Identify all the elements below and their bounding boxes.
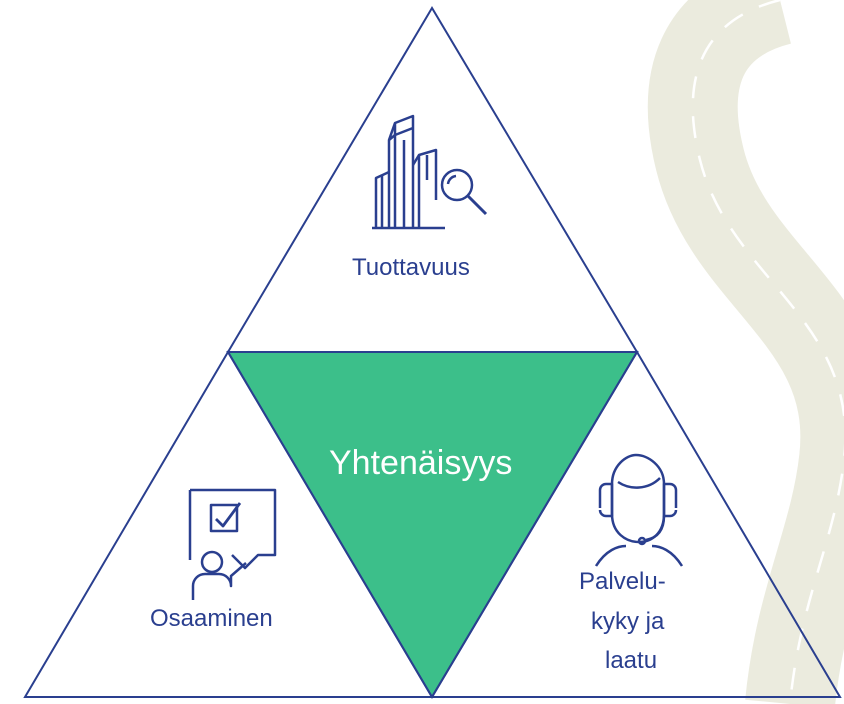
right-triangle: [430, 350, 842, 698]
right-label-line1: Palvelu-: [579, 568, 666, 595]
road-decoration: [647, 0, 844, 704]
right-label-line2: kyky ja: [591, 608, 665, 635]
top-triangle: [226, 6, 639, 353]
presenter-checkbox-icon: [188, 488, 277, 600]
center-label: Yhtenäisyys: [329, 444, 513, 482]
left-triangle: [23, 350, 434, 698]
left-label: Osaaminen: [150, 605, 273, 632]
center-triangle: [226, 351, 639, 699]
headset-agent-icon: [594, 453, 684, 567]
right-label-line3: laatu: [605, 647, 658, 674]
building-magnifier-icon: [372, 114, 488, 230]
top-label: Tuottavuus: [352, 254, 470, 281]
